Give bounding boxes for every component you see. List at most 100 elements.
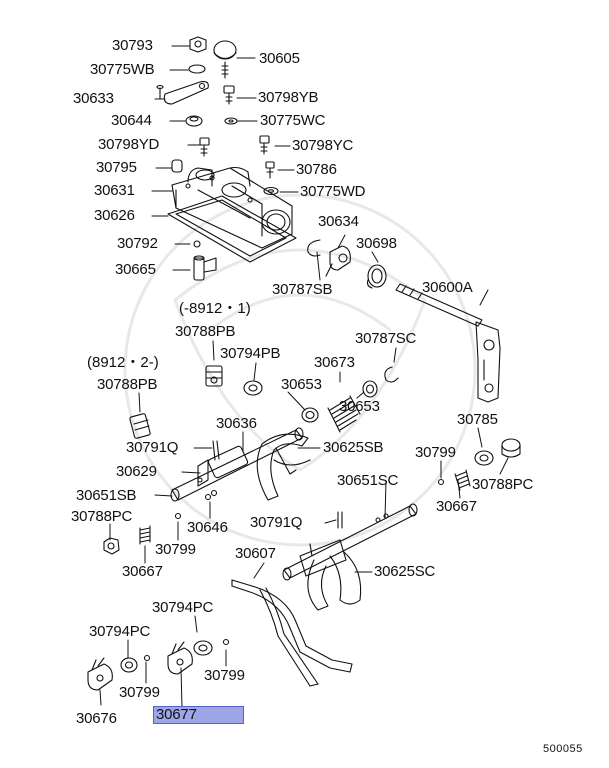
- part-label-30677-highlighted[interactable]: 30677: [153, 706, 244, 724]
- part-label-30799-right[interactable]: 30799: [415, 444, 456, 461]
- part-label-30791q-lower[interactable]: 30791Q: [250, 514, 303, 531]
- plug-30795: [171, 159, 183, 173]
- part-label-30600a[interactable]: 30600A: [422, 279, 473, 296]
- bolt-30786: [265, 161, 275, 179]
- part-label-30793[interactable]: 30793: [112, 37, 153, 54]
- bushing-30698: [366, 264, 387, 289]
- part-label-30605[interactable]: 30605: [259, 50, 300, 67]
- part-label-30788pb-bottom[interactable]: 30788PB: [97, 376, 158, 393]
- part-label-30653-right[interactable]: 30653: [339, 398, 380, 415]
- housing-30631: [171, 166, 293, 249]
- bolt-30798yb: [223, 85, 235, 105]
- bushing-30644: [185, 115, 203, 127]
- pin-30792: [193, 240, 201, 248]
- bracket-30677: [167, 641, 193, 675]
- washer-30775wc: [224, 117, 238, 125]
- part-label-30636[interactable]: 30636: [216, 415, 257, 432]
- pin-30799-lower-left: [143, 654, 151, 662]
- part-label-30625sc[interactable]: 30625SC: [374, 563, 436, 580]
- spring-30673: [327, 395, 361, 433]
- part-label-30799-mid[interactable]: 30799: [155, 541, 196, 558]
- part-label-30798yd[interactable]: 30798YD: [98, 136, 160, 153]
- bolt-30798yd: [199, 137, 210, 157]
- part-label-30631[interactable]: 30631: [94, 182, 135, 199]
- part-label-30799-lower-left[interactable]: 30799: [119, 684, 160, 701]
- part-label-30644[interactable]: 30644: [111, 112, 152, 129]
- cap-30788pc-right: [501, 438, 521, 458]
- washer-30775wb: [188, 64, 206, 74]
- part-label-30607[interactable]: 30607: [235, 545, 276, 562]
- pin-30799-mid: [174, 512, 182, 520]
- watermark-emblem: [123, 193, 477, 547]
- part-label-30651sc[interactable]: 30651SC: [337, 472, 399, 489]
- clip-30787sc: [384, 366, 399, 383]
- nut-30793: [189, 36, 207, 53]
- part-label-30787sc[interactable]: 30787SC: [355, 330, 417, 347]
- bolt-30788pb-top: [205, 365, 223, 387]
- pins-30646: [204, 489, 218, 501]
- spring-30667-left: [139, 525, 151, 545]
- bushing-30653-left: [301, 407, 319, 423]
- part-label-30788pc-left[interactable]: 30788PC: [71, 508, 133, 525]
- part-label-30629[interactable]: 30629: [116, 463, 157, 480]
- part-label-30798yc[interactable]: 30798YC: [292, 137, 354, 154]
- part-label-30775wd[interactable]: 30775WD: [300, 183, 366, 200]
- document-id: 500055: [543, 743, 583, 755]
- pin-30791q-lower: [337, 511, 343, 529]
- part-label-30626[interactable]: 30626: [94, 207, 135, 224]
- part-label-30667-left[interactable]: 30667: [122, 563, 163, 580]
- washer-30794pc-left: [120, 657, 138, 673]
- part-label-30795[interactable]: 30795: [96, 159, 137, 176]
- bracket-30787sb: [325, 245, 351, 277]
- part-label-30794pc-right[interactable]: 30794PC: [152, 599, 214, 616]
- gasket-30626: [167, 195, 297, 263]
- part-label-30786[interactable]: 30786: [296, 161, 337, 178]
- part-label-30788pb-top[interactable]: 30788PB: [175, 323, 236, 340]
- part-label-30634[interactable]: 30634: [318, 213, 359, 230]
- spring-30667-right: [454, 469, 471, 491]
- shift-rail-30651sb: [170, 427, 311, 502]
- part-label-30673[interactable]: 30673: [314, 354, 355, 371]
- bushing-30653-right: [362, 380, 378, 398]
- washer-30785: [474, 450, 494, 466]
- part-label-30775wc[interactable]: 30775WC: [260, 112, 326, 129]
- bolt-30788pb-bottom: [129, 413, 151, 439]
- part-label-30792[interactable]: 30792: [117, 235, 158, 252]
- part-label-30646[interactable]: 30646: [187, 519, 228, 536]
- part-label-30625sb[interactable]: 30625SB: [323, 439, 384, 456]
- bolt-30798yc: [259, 135, 270, 155]
- part-label-30667-right[interactable]: 30667: [436, 498, 477, 515]
- washer-30794pc-right: [193, 640, 213, 656]
- part-label-30799-lower-right[interactable]: 30799: [204, 667, 245, 684]
- part-label-30785[interactable]: 30785: [457, 411, 498, 428]
- cap-30788pc-left: [103, 537, 120, 555]
- part-label-30794pc-left[interactable]: 30794PC: [89, 623, 151, 640]
- serial-note-early: (-8912・1): [179, 300, 251, 317]
- clip-30634: [307, 239, 321, 257]
- part-label-30787sb[interactable]: 30787SB: [272, 281, 333, 298]
- ball-knob-30605: [213, 40, 237, 79]
- part-label-30676[interactable]: 30676: [76, 710, 117, 727]
- part-label-30788pc-right[interactable]: 30788PC: [472, 476, 534, 493]
- shaft-30665: [193, 255, 217, 281]
- shift-rail-30651sc: [282, 503, 418, 611]
- pin-30799-lower-right: [222, 638, 230, 646]
- part-label-30791q-upper[interactable]: 30791Q: [126, 439, 179, 456]
- part-label-30698[interactable]: 30698: [356, 235, 397, 252]
- part-label-30665[interactable]: 30665: [115, 261, 156, 278]
- bracket-30676: [87, 657, 113, 691]
- part-label-30794pb[interactable]: 30794PB: [220, 345, 281, 362]
- part-label-30775wb[interactable]: 30775WB: [90, 61, 155, 78]
- lever-30633: [156, 81, 209, 105]
- pin-30799-right: [437, 478, 445, 486]
- part-label-30651sb[interactable]: 30651SB: [76, 487, 137, 504]
- leader-lines: [99, 45, 509, 708]
- part-label-30653-left[interactable]: 30653: [281, 376, 322, 393]
- shift-cable-30607: [231, 579, 353, 687]
- part-label-30633[interactable]: 30633: [73, 90, 114, 107]
- part-label-30798yb[interactable]: 30798YB: [258, 89, 319, 106]
- shift-shaft-30600a: [395, 283, 501, 403]
- washer-30794pb: [243, 380, 263, 396]
